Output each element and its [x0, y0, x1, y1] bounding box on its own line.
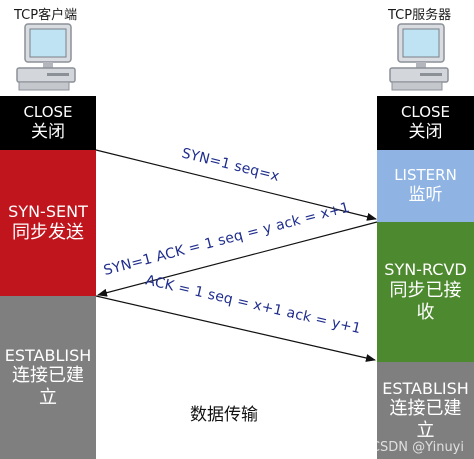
client-state-close: CLOSE 关闭	[0, 96, 96, 150]
server-title: TCP服务器	[388, 8, 452, 23]
client-state-establish: ESTABLISH 连接已建立	[0, 296, 96, 459]
state-en-label: ESTABLISH	[4, 345, 92, 365]
server-state-listern: LISTERN 监听	[377, 150, 474, 222]
watermark: CSDN @Yinuyi	[370, 440, 464, 455]
server-state-syn-rcvd: SYN-RCVD 同步已接收	[377, 222, 474, 362]
state-en-label: SYN-SENT	[8, 202, 88, 222]
state-zh-label: 关闭	[408, 121, 443, 142]
state-en-label: SYN-RCVD	[384, 260, 467, 280]
arrow-syn-ack	[97, 221, 378, 297]
state-en-label: CLOSE	[400, 103, 451, 122]
server-computer-icon	[389, 23, 449, 91]
state-en-label: LISTERN	[394, 166, 457, 185]
state-zh-label: 同步发送	[12, 221, 84, 243]
state-zh-label: 同步已接收	[389, 279, 462, 323]
client-computer-icon	[16, 23, 76, 91]
state-zh-label: 关闭	[31, 121, 65, 142]
state-en-label: ESTABLISH	[382, 378, 469, 398]
client-state-syn-sent: SYN-SENT 同步发送	[0, 150, 96, 296]
state-zh-label: 连接已建立	[389, 398, 462, 442]
data-transfer-label: 数据传输	[190, 405, 258, 425]
arrow-syn	[95, 149, 377, 221]
arrow-ack	[95, 295, 376, 362]
server-state-close: CLOSE 关闭	[377, 96, 474, 150]
state-zh-label: 监听	[408, 184, 443, 205]
server-state-establish: ESTABLISH 连接已建立	[377, 362, 474, 459]
state-zh-label: 连接已建立	[12, 365, 84, 409]
client-title: TCP客户端	[14, 8, 78, 23]
state-en-label: CLOSE	[23, 103, 73, 122]
